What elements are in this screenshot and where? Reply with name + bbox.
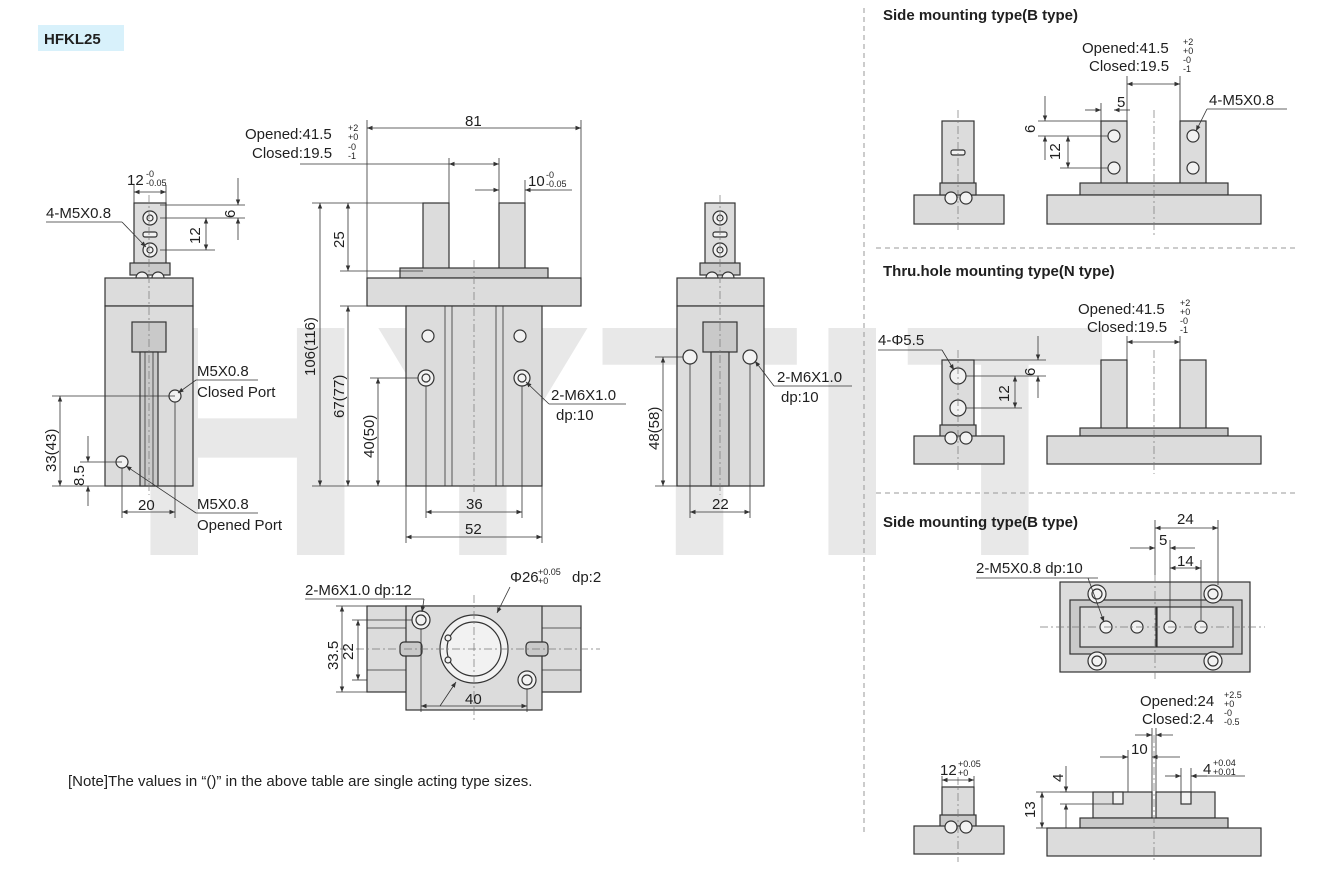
thru-n-title: Thru.hole mounting type(N type) (883, 263, 1115, 280)
side-b1-closed-tol-up: -0 (1183, 55, 1191, 65)
side-b2-jaw-tol-dn: +0 (958, 768, 968, 778)
bottom-outer-height: 33.5 (325, 641, 342, 670)
side-b2-closed-tol-dn: -0.5 (1224, 717, 1240, 727)
side-b1-thread: 4-M5X0.8 (1209, 92, 1274, 109)
front-closed-tol-up: -0 (348, 142, 356, 152)
thru-n-closed-tol-dn: -1 (1180, 325, 1188, 335)
left-thread-label: 4-M5X0.8 (46, 205, 111, 222)
front-hole-height: 40(50) (361, 415, 378, 458)
front-opened-tol-up: +2 (348, 123, 358, 133)
side-b2-d4: 4 (1050, 774, 1067, 782)
side-mounting-b1: Side mounting type(B type) Opened:41.5 +… (883, 7, 1287, 235)
bottom-thread: 2-M6X1.0 dp:12 (305, 582, 412, 599)
model-badge (38, 25, 124, 51)
bottom-bore: Φ26 (510, 569, 539, 586)
side-b2-d24: 24 (1177, 511, 1194, 528)
front-jaw-height: 25 (331, 231, 348, 248)
front-total-height: 106(116) (302, 317, 319, 376)
front-body-height: 67(77) (331, 375, 348, 418)
side-b2-d5: 5 (1159, 532, 1167, 549)
right-thread: 2-M6X1.0 (777, 369, 842, 386)
front-thread: 2-M6X1.0 (551, 387, 616, 404)
port-offset: 20 (138, 497, 155, 514)
side-b2-closed: Closed:2.4 (1142, 711, 1214, 728)
side-b2-d13: 13 (1022, 801, 1039, 818)
side-b2-thread: 2-M5X0.8 dp:10 (976, 560, 1083, 577)
model-label: HFKL25 (44, 31, 101, 48)
bottom-bore-tol-up: +0.05 (538, 567, 561, 577)
right-width: 22 (712, 496, 729, 513)
side-b2-closed-tol-up: -0 (1224, 708, 1232, 718)
front-width: 81 (465, 113, 482, 130)
right-depth: dp:10 (781, 389, 819, 406)
left-jaw-tol-up: -0 (146, 169, 154, 179)
thru-n-closed-tol-up: -0 (1180, 316, 1188, 326)
left-d6: 6 (222, 210, 239, 218)
bottom-inner-height: 22 (340, 643, 357, 660)
closed-port-label: Closed Port (197, 384, 276, 401)
front-view: Opened:41.5 +2 +0 Closed:19.5 -0 -1 81 1… (245, 113, 626, 543)
port-height: 33(43) (43, 429, 60, 472)
front-hole-span: 36 (466, 496, 483, 513)
left-d12: 12 (187, 227, 204, 244)
thru-n-hole: 4-Φ5.5 (878, 332, 924, 349)
thru-n-d6: 6 (1022, 368, 1039, 376)
side-b1-d5: 5 (1117, 94, 1125, 111)
side-b2-d10: 10 (1131, 741, 1148, 758)
front-closed: Closed:19.5 (252, 145, 332, 162)
side-b2-jaw-tol-up: +0.05 (958, 759, 981, 769)
left-side-view: 12 -0 -0.05 4-M5X0.8 6 12 M5X0.8 Closed … (43, 169, 283, 534)
right-height: 48(58) (646, 407, 663, 450)
note-text: [Note]The values in “()” in the above ta… (68, 773, 532, 790)
side-b1-title: Side mounting type(B type) (883, 7, 1078, 24)
side-b1-closed-tol-dn: -1 (1183, 64, 1191, 74)
side-b2-title: Side mounting type(B type) (883, 514, 1078, 531)
side-b2-opened: Opened:24 (1140, 693, 1214, 710)
left-jaw-tol-dn: -0.05 (146, 178, 167, 188)
front-depth: dp:10 (556, 407, 594, 424)
bottom-view: 2-M6X1.0 dp:12 Φ26 +0.05 +0 dp:2 33.5 22… (305, 567, 601, 720)
right-side-view: 48(58) 22 2-M6X1.0 dp:10 (646, 195, 852, 518)
closed-port-thread: M5X0.8 (197, 363, 249, 380)
side-mounting-b2: Side mounting type(B type) 24 5 14 2-M5X… (883, 511, 1265, 862)
side-b2-slot-tol-up: +0.04 (1213, 758, 1236, 768)
side-b2-jaw: 12 (940, 762, 957, 779)
side-b2-opened-tol-up: +2.5 (1224, 690, 1242, 700)
opened-port-thread: M5X0.8 (197, 496, 249, 513)
side-b1-d6: 6 (1022, 125, 1039, 133)
side-b1-opened: Opened:41.5 (1082, 40, 1169, 57)
port-low: 8.5 (71, 465, 88, 486)
front-closed-tol-dn: -1 (348, 151, 356, 161)
front-jaw: 10 (528, 173, 545, 190)
thru-n-opened-tol-dn: +0 (1180, 307, 1190, 317)
thru-hole-n: Thru.hole mounting type(N type) Opened:4… (878, 263, 1262, 474)
thru-n-d12: 12 (996, 385, 1013, 402)
bottom-width: 40 (465, 691, 482, 708)
front-jaw-tol-up: -0 (546, 170, 554, 180)
side-b1-opened-tol-up: +2 (1183, 37, 1193, 47)
side-b2-slot-tol-dn: +0.01 (1213, 767, 1236, 777)
opened-port-label: Opened Port (197, 517, 283, 534)
side-b1-opened-tol-dn: +0 (1183, 46, 1193, 56)
bottom-bore-tol-dn: +0 (538, 576, 548, 586)
front-jaw-tol-dn: -0.05 (546, 179, 567, 189)
bottom-bore-depth: dp:2 (572, 569, 601, 586)
thru-n-closed: Closed:19.5 (1087, 319, 1167, 336)
left-jaw-width: 12 (127, 172, 144, 189)
side-b2-slot: 4 (1203, 761, 1211, 778)
front-body-width: 52 (465, 521, 482, 538)
side-b2-opened-tol-dn: +0 (1224, 699, 1234, 709)
thru-n-opened: Opened:41.5 (1078, 301, 1165, 318)
side-b2-d14: 14 (1177, 553, 1194, 570)
front-opened: Opened:41.5 (245, 126, 332, 143)
front-opened-tol-dn: +0 (348, 132, 358, 142)
thru-n-opened-tol-up: +2 (1180, 298, 1190, 308)
side-b1-d12: 12 (1047, 143, 1064, 160)
side-b1-closed: Closed:19.5 (1089, 58, 1169, 75)
